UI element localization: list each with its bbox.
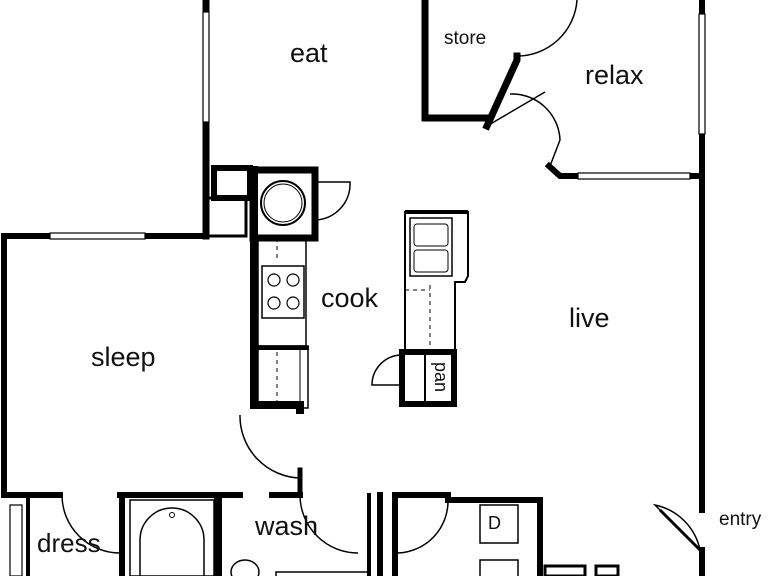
bathtub-icon xyxy=(129,499,215,576)
bath-fixtures xyxy=(129,495,369,576)
room-label-eat: eat xyxy=(290,38,328,68)
door-swings xyxy=(61,0,704,554)
relax-door-swing xyxy=(486,91,561,167)
pantry-door-swing xyxy=(371,354,403,386)
bath-door-swing xyxy=(299,494,359,554)
window-east-upper xyxy=(698,13,706,135)
wall-store-diagonal xyxy=(482,52,521,131)
laundry-fixtures xyxy=(479,504,620,576)
laundry-door-swing xyxy=(397,499,449,554)
kitchen-counters xyxy=(257,237,309,409)
washer-icon xyxy=(479,559,519,576)
wall-laundry-north xyxy=(397,492,543,576)
wall-relax-diagonal xyxy=(544,161,581,179)
dryer-label: D xyxy=(488,513,501,533)
pantry xyxy=(371,349,457,407)
mechanical-closet xyxy=(204,165,351,242)
room-label-cook: cook xyxy=(321,283,379,313)
stove-icon xyxy=(261,265,305,319)
pantry-label: pan xyxy=(431,362,451,393)
kitchen-island xyxy=(404,210,469,353)
room-label-live: live xyxy=(569,303,610,333)
entry-door-leaf xyxy=(658,508,704,554)
dress-door-swing xyxy=(61,494,121,554)
dryer-icon xyxy=(479,504,519,544)
window-dress-west xyxy=(9,504,23,576)
room-label-store: store xyxy=(444,28,487,49)
room-label-dress: dress xyxy=(37,528,101,558)
wall-store-west xyxy=(421,0,491,122)
room-label-sleep: sleep xyxy=(91,342,156,372)
window-relax-south xyxy=(577,172,691,180)
room-label-relax: relax xyxy=(585,60,644,90)
window-eat-west xyxy=(202,11,210,123)
room-label-wash: wash xyxy=(255,511,319,541)
windows xyxy=(9,11,706,576)
closet-door-swing xyxy=(314,181,351,221)
sink-icon xyxy=(409,217,453,277)
entry-door-swing xyxy=(652,503,701,551)
room-label-entry: entry xyxy=(719,509,762,530)
sleep-door-swing xyxy=(239,414,301,479)
store-door-swing xyxy=(516,0,578,57)
water-heater-icon xyxy=(260,180,306,226)
window-sleep-north xyxy=(49,232,146,240)
toilet-icon xyxy=(230,559,260,576)
